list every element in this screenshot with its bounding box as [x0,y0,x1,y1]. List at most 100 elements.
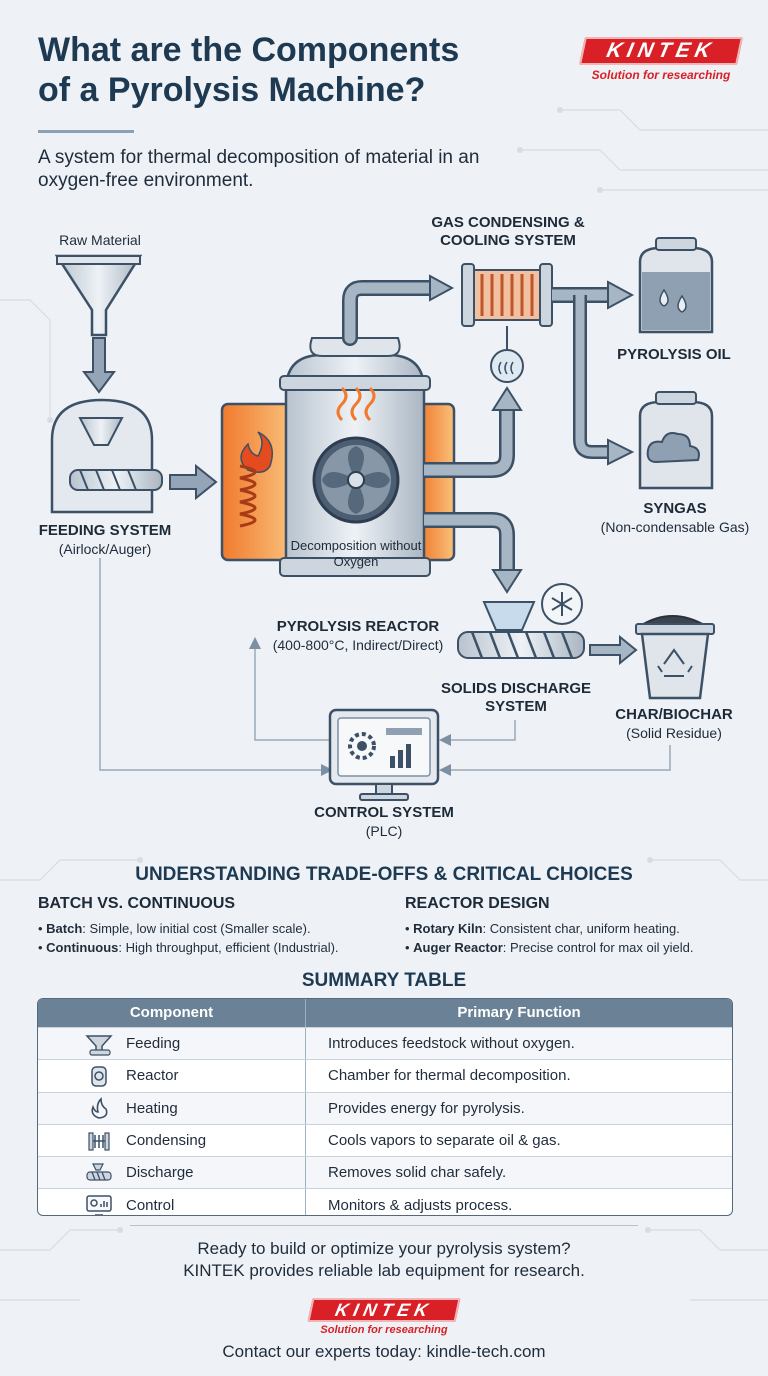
arrow-to-oil [607,280,635,310]
condenser-icon [461,263,553,327]
col-header-function: Primary Function [457,1004,581,1021]
batch-item: Batch: Simple, low initial cost (Smaller… [38,919,378,938]
component-cell: Feeding [38,1028,306,1060]
page-subtitle: A system for thermal decomposition of ma… [38,147,480,191]
table-header: Component Primary Function [38,999,732,1027]
divider [130,1225,638,1226]
reactor-sub: (400-800°C, Indirect/Direct) [272,637,444,653]
component-name: Heating [126,1099,178,1117]
syngas-label: SYNGAS (Non-condensable Gas) [590,500,760,536]
control-label: CONTROL SYSTEM (PLC) [298,804,470,840]
title-line-2: of a Pyrolysis Machine? [38,71,426,109]
col-header-component: Component [38,999,306,1027]
heating-coil-icon [239,464,257,528]
oil-label: PYROLYSIS OIL [606,346,742,364]
feeding-system-title: FEEDING SYSTEM [38,522,172,539]
funnel-icon [85,1034,113,1056]
arrow-raw-to-feed [82,337,116,394]
component-cell: Heating [38,1092,306,1124]
funnel-icon [54,254,143,337]
title-underline [38,130,134,133]
control-monitor-icon [328,708,440,801]
syngas-tank-icon [638,391,714,490]
reactor-label: PYROLYSIS REACTOR (400-800°C, Indirect/D… [248,618,468,654]
char-title: CHAR/BIOCHAR [615,706,733,723]
cta-text: Ready to build or optimize your pyrolysi… [0,1238,768,1282]
component-name: Condensing [126,1132,207,1150]
title-line-1: What are the Components [38,31,460,69]
batch-heading: BATCH VS. CONTINUOUS [38,895,236,912]
continuous-desc: : High throughput, efficient (Industrial… [118,940,339,955]
page-title: What are the Components of a Pyrolysis M… [38,30,558,110]
function-cell: Introduces feedstock without oxygen. [328,1035,575,1053]
heating-jacket-left [220,402,294,562]
rotary-kiln-term: Rotary Kiln [413,921,483,936]
raw-material-label: Raw Material [59,232,141,248]
cta-line-1: Ready to build or optimize your pyrolysi… [197,1239,571,1258]
tradeoffs-reactor-column: REACTOR DESIGN Rotary Kiln: Consistent c… [405,895,745,957]
discharge-title-1: SOLIDS DISCHARGE [440,680,591,697]
component-name: Discharge [126,1164,194,1182]
component-cell: Discharge [38,1157,306,1189]
rotary-kiln-desc: : Consistent char, uniform heating. [482,921,680,936]
feeding-system-label: FEEDING SYSTEM (Airlock/Auger) [10,522,200,558]
condensing-label: GAS CONDENSING & COOLING SYSTEM [416,214,600,250]
component-name: Reactor [126,1067,179,1085]
continuous-item: Continuous: High throughput, efficient (… [38,938,378,957]
condensing-title-1: GAS CONDENSING & [431,214,585,231]
control-feedback-lines [99,558,671,776]
function-cell: Provides energy for pyrolysis. [328,1099,525,1117]
function-cell: Cools vapors to separate oil & gas. [328,1132,561,1150]
diagram-graphics [50,237,715,801]
table-row: Condensing Cools vapors to separate oil &… [38,1123,732,1157]
reactor-inner-label: Decomposition without Oxygen [290,538,422,569]
monitor-icon [86,1195,112,1215]
syngas-title: SYNGAS [643,500,707,517]
component-cell: Control [38,1189,306,1215]
char-label: CHAR/BIOCHAR (Solid Residue) [598,706,750,742]
auger-reactor-term: Auger Reactor [413,940,503,955]
component-name: Feeding [126,1035,181,1053]
flame-icon [240,431,273,473]
arrow-up-to-condenser [491,386,523,411]
batch-list: Batch: Simple, low initial cost (Smaller… [38,919,378,957]
table-row: Discharge Removes solid char safely. [38,1156,732,1189]
rotary-kiln-item: Rotary Kiln: Consistent char, uniform he… [405,919,745,938]
function-cell: Chamber for thermal decomposition. [328,1067,571,1085]
oil-tank-icon [638,237,714,334]
reactor-icon [91,1066,107,1087]
fan-icon [312,436,400,524]
function-cell: Monitors & adjusts process. [328,1196,513,1214]
heat-waves-icon [336,386,376,422]
condensing-title-2: COOLING SYSTEM [440,232,576,249]
table-row: Heating Provides energy for pyrolysis. [38,1091,732,1124]
reactor-design-heading: REACTOR DESIGN [405,895,550,912]
cta-line-2: KINTEK provides reliable lab equipment f… [183,1261,585,1280]
continuous-term: Continuous [46,940,119,955]
summary-table: Component Primary Function Feeding Introd… [37,998,733,1216]
component-cell: Condensing [38,1124,306,1157]
auger-reactor-item: Auger Reactor: Precise control for max o… [405,938,745,957]
brand-tagline: Solution for researching [591,68,731,82]
char-bin-icon [635,615,715,700]
function-cell: Removes solid char safely. [328,1164,507,1182]
batch-desc: : Simple, low initial cost (Smaller scal… [82,921,311,936]
condenser-icon [88,1131,110,1151]
reactor-title: PYROLYSIS REACTOR [276,618,440,635]
component-name: Control [126,1196,175,1214]
tradeoffs-title: UNDERSTANDING TRADE-OFFS & CRITICAL CHOI… [135,864,633,885]
brand-name: KINTEK [579,37,743,65]
brand-logo-top: KINTEK Solution for researching [579,37,743,82]
auger-icon [86,1163,112,1181]
brand-name-bottom: KINTEK [307,1298,461,1322]
reactor-design-list: Rotary Kiln: Consistent char, uniform he… [405,919,745,957]
pyrolysis-diagram: Raw Material FEEDING SYSTEM (Airlock/Aug… [0,200,768,850]
contact-text: Contact our experts today: kindle-tech.c… [222,1342,546,1361]
arrow-to-condenser [429,274,455,302]
table-row: Control Monitors & adjusts process. [38,1188,732,1215]
vapor-bubble-icon [490,349,524,383]
brand-logo-bottom: KINTEK Solution for researching [307,1298,461,1336]
table-row: Reactor Chamber for thermal decomposition… [38,1059,732,1092]
arrow-to-char [589,634,638,666]
